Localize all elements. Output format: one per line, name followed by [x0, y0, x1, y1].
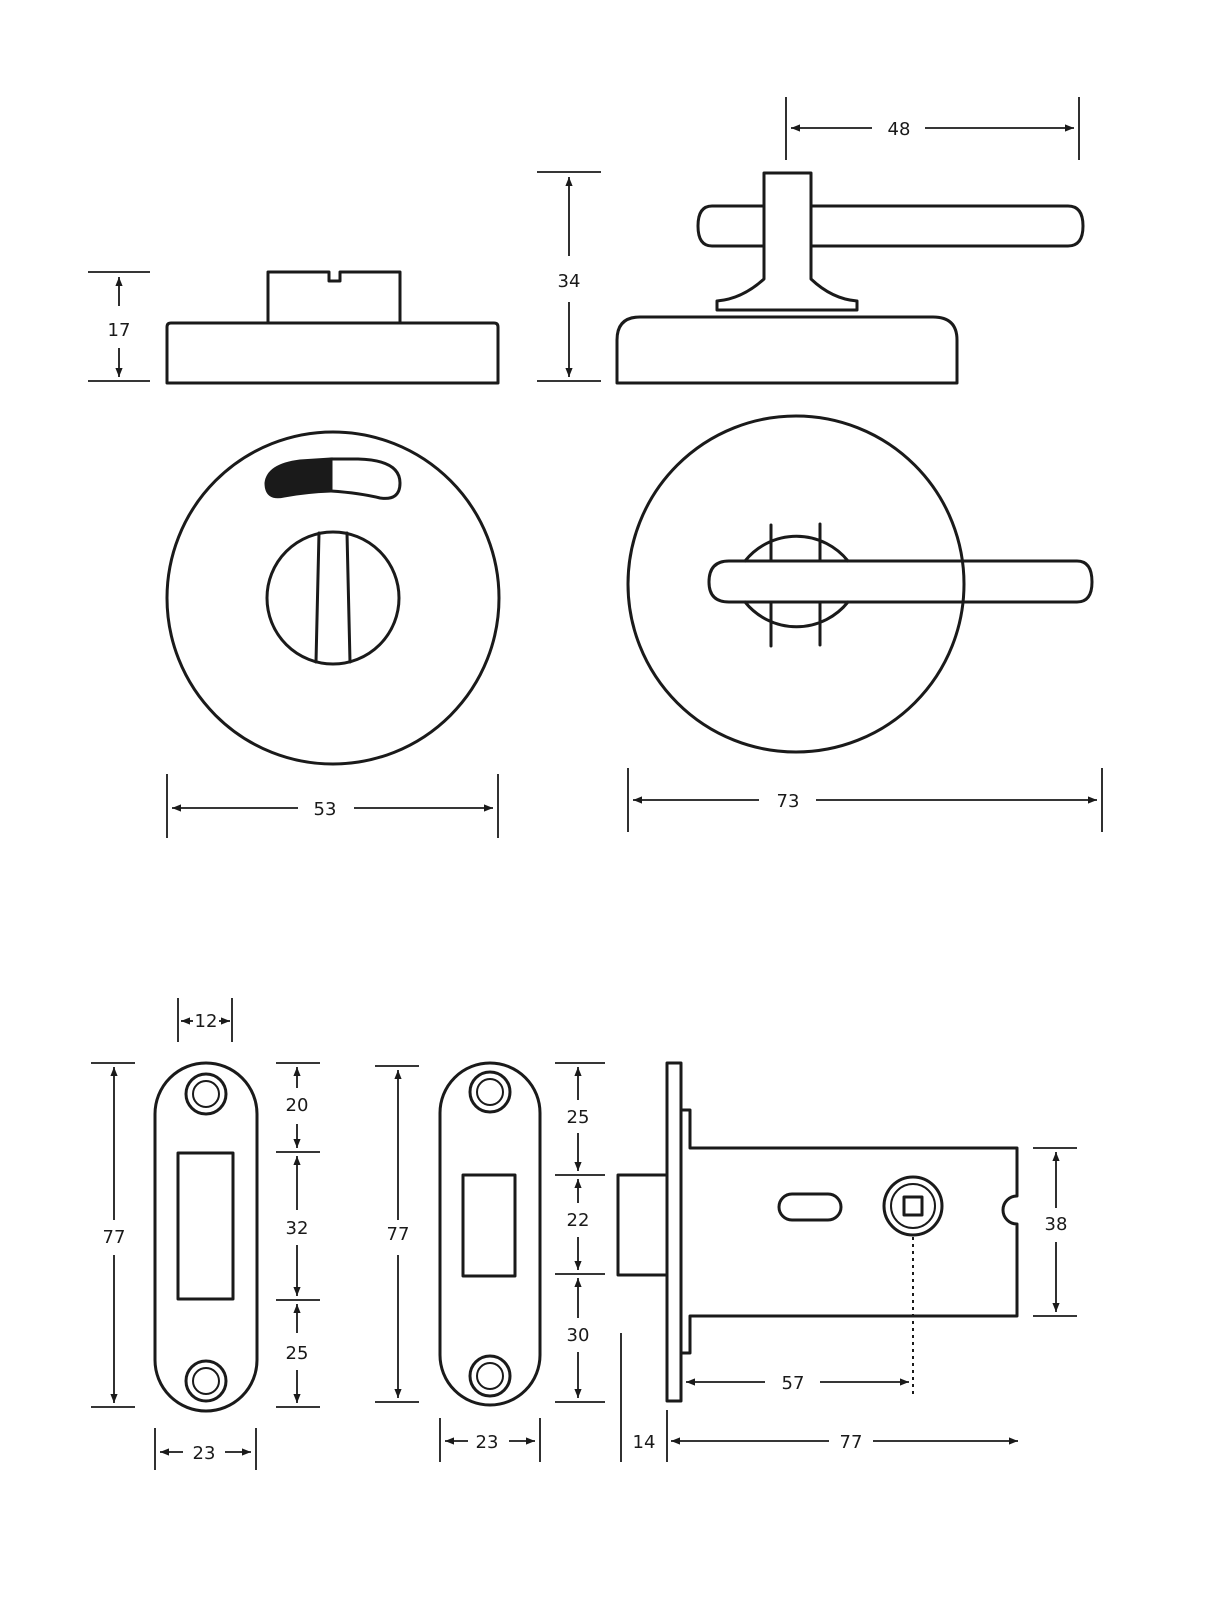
dim-strike-b-top: 25: [567, 1107, 590, 1128]
lever-front-view: 73: [626, 414, 1103, 832]
dim-strike-b-width: 23: [476, 1432, 499, 1453]
thumbturn-front-view: 53: [165, 430, 501, 838]
thumbturn-side-view: 17: [88, 270, 500, 385]
deadbolt-body: 38 57 14 77: [616, 1061, 1077, 1462]
strike-plate-a: 12 77 20 32 25 23: [91, 998, 320, 1470]
dim-strike-a-top: 20: [286, 1095, 309, 1116]
dim-strike-a-width-top: 12: [195, 1011, 218, 1032]
dim-bolt-length: 77: [840, 1432, 863, 1453]
dim-bolt-backset: 57: [782, 1373, 805, 1394]
dim-lever-rose-width: 73: [777, 791, 800, 812]
dim-strike-a-height: 77: [103, 1227, 126, 1248]
dim-lever-height: 34: [558, 271, 581, 292]
dim-strike-b-bottom: 30: [567, 1325, 590, 1346]
dim-strike-a-bottom: 25: [286, 1343, 309, 1364]
strike-plate-b: 77 25 22 30 23: [375, 1061, 605, 1462]
dim-strike-b-mid: 22: [567, 1210, 590, 1231]
dim-strike-a-width: 23: [193, 1443, 216, 1464]
dim-bolt-faceplate: 14: [633, 1432, 656, 1453]
lever-side-view: 34 48: [537, 97, 1085, 385]
dim-bolt-body-height: 38: [1045, 1214, 1068, 1235]
dim-strike-a-mid: 32: [286, 1218, 309, 1239]
dim-thumbturn-height: 17: [108, 320, 131, 341]
dim-lever-length: 48: [888, 119, 911, 140]
dim-strike-b-height: 77: [387, 1224, 410, 1245]
dim-thumbturn-diameter: 53: [314, 799, 337, 820]
